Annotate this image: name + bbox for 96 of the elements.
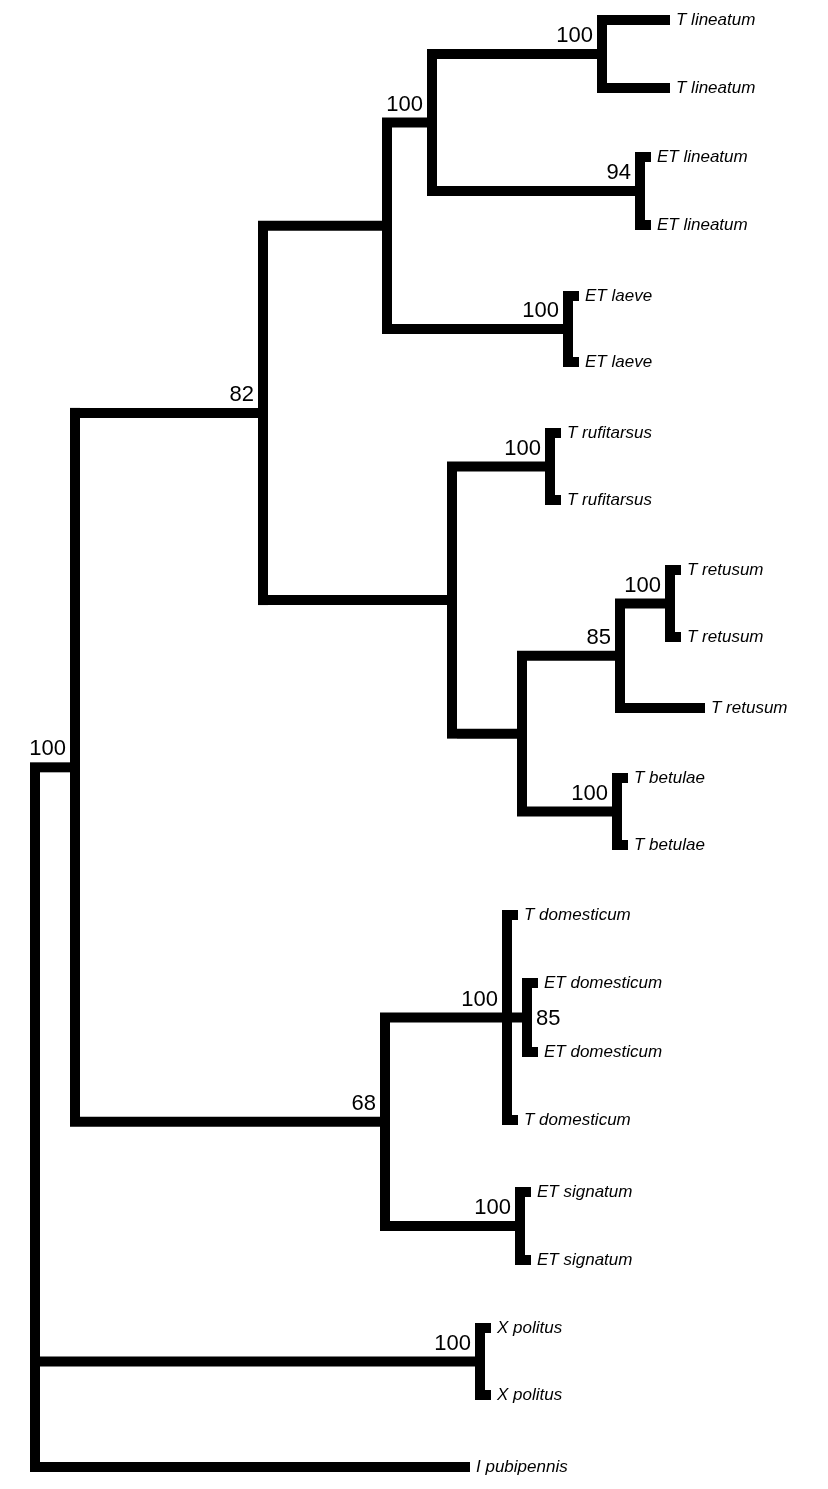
taxon-label: I pubipennis bbox=[470, 1456, 568, 1478]
bootstrap-value: 100 bbox=[504, 435, 541, 460]
clade-bar bbox=[30, 762, 40, 1472]
clade-bar bbox=[545, 428, 555, 505]
taxon-label: T retusum bbox=[681, 626, 764, 648]
bootstrap-value: 85 bbox=[536, 1005, 561, 1030]
bootstrap-value: 100 bbox=[474, 1195, 511, 1219]
branch-line bbox=[268, 220, 382, 231]
clade-bar bbox=[635, 152, 645, 230]
bootstrap-value: 68 bbox=[351, 1090, 376, 1115]
branch-line bbox=[532, 1047, 538, 1057]
branch-line bbox=[392, 117, 427, 128]
clade-bar bbox=[427, 49, 437, 196]
taxon-label: T rufitarsus bbox=[561, 422, 653, 444]
bootstrap-value: 100 bbox=[434, 1330, 471, 1355]
branch-line bbox=[512, 910, 518, 920]
bootstrap-value: 100 bbox=[556, 23, 593, 47]
taxon-label: ET domesticum bbox=[538, 1041, 663, 1063]
branch-line bbox=[625, 598, 665, 609]
branch-line bbox=[390, 1221, 515, 1231]
branch-line bbox=[268, 595, 447, 606]
branch-line bbox=[457, 728, 517, 739]
branch-line bbox=[512, 1012, 522, 1023]
clade-bar bbox=[515, 1187, 525, 1265]
bootstrap-value: 100 bbox=[461, 986, 498, 1011]
taxon-label: T domesticum bbox=[518, 1109, 631, 1131]
branch-line bbox=[573, 357, 579, 367]
taxon-label: ET signatum bbox=[531, 1249, 633, 1271]
bootstrap-value: 100 bbox=[386, 91, 423, 116]
branch-line bbox=[40, 762, 70, 773]
clade-bar bbox=[447, 461, 457, 739]
branch-line bbox=[485, 1323, 491, 1333]
branch-line bbox=[573, 291, 579, 301]
clade-bar bbox=[70, 407, 80, 1127]
clade-bar bbox=[597, 15, 607, 93]
taxon-label: T betulae bbox=[628, 834, 705, 856]
branch-line bbox=[437, 49, 597, 59]
taxon-label: ET laeve bbox=[579, 285, 653, 307]
branch-line bbox=[675, 565, 681, 575]
taxon-label: T retusum bbox=[681, 559, 764, 581]
bootstrap-value: 100 bbox=[571, 780, 608, 805]
clade-bar bbox=[517, 650, 527, 817]
clade-bar bbox=[258, 220, 268, 606]
branch-line bbox=[675, 632, 681, 642]
branch-line bbox=[525, 1255, 531, 1265]
bootstrap-value: 100 bbox=[624, 572, 661, 597]
branch-line bbox=[80, 1116, 380, 1127]
bootstrap-value: 100 bbox=[522, 298, 559, 322]
branch-line bbox=[622, 773, 628, 783]
branch-line bbox=[607, 83, 670, 93]
clade-bar bbox=[475, 1323, 485, 1400]
clade-bar bbox=[502, 910, 512, 1125]
taxon-label: T retusum bbox=[705, 697, 788, 719]
branch-line bbox=[437, 186, 635, 196]
branch-line bbox=[40, 1462, 470, 1472]
branch-line bbox=[555, 495, 561, 505]
taxon-label: X politus bbox=[491, 1384, 563, 1406]
branch-line bbox=[527, 650, 615, 661]
branch-line bbox=[532, 978, 538, 988]
branch-line bbox=[555, 428, 561, 438]
bootstrap-value: 94 bbox=[606, 160, 631, 184]
taxon-label: T rufitarsus bbox=[561, 489, 653, 511]
taxon-label: ET laeve bbox=[579, 351, 653, 373]
taxon-label: X politus bbox=[491, 1317, 563, 1339]
branch-line bbox=[625, 703, 705, 713]
branch-line bbox=[527, 806, 612, 817]
branch-line bbox=[525, 1187, 531, 1197]
branch-line bbox=[40, 1356, 475, 1367]
bootstrap-value: 100 bbox=[29, 736, 66, 761]
branch-line bbox=[457, 461, 545, 472]
taxon-label: ET lineatum bbox=[651, 214, 748, 236]
taxon-label: ET signatum bbox=[531, 1181, 633, 1203]
branch-line bbox=[390, 1012, 502, 1023]
branch-line bbox=[645, 220, 651, 230]
clade-bar bbox=[380, 1012, 390, 1231]
bootstrap-value: 82 bbox=[229, 381, 254, 406]
taxon-label: ET lineatum bbox=[651, 146, 748, 168]
taxon-label: T domesticum bbox=[518, 904, 631, 926]
branch-line bbox=[80, 407, 258, 418]
clade-bar bbox=[563, 291, 573, 367]
clade-bar bbox=[615, 598, 625, 713]
clade-bar bbox=[612, 773, 622, 850]
bootstrap-value: 85 bbox=[586, 624, 611, 649]
clade-bar bbox=[665, 565, 675, 642]
branch-line bbox=[607, 15, 670, 25]
clade-bar bbox=[522, 978, 532, 1057]
taxon-label: T betulae bbox=[628, 767, 705, 789]
taxon-label: T lineatum bbox=[670, 77, 756, 99]
clade-bar bbox=[382, 117, 392, 334]
branch-line bbox=[645, 152, 651, 162]
branch-line bbox=[485, 1390, 491, 1400]
branch-line bbox=[392, 324, 563, 334]
branch-line bbox=[512, 1115, 518, 1125]
branch-line bbox=[622, 840, 628, 850]
taxon-label: ET domesticum bbox=[538, 972, 663, 994]
taxon-label: T lineatum bbox=[670, 9, 756, 31]
